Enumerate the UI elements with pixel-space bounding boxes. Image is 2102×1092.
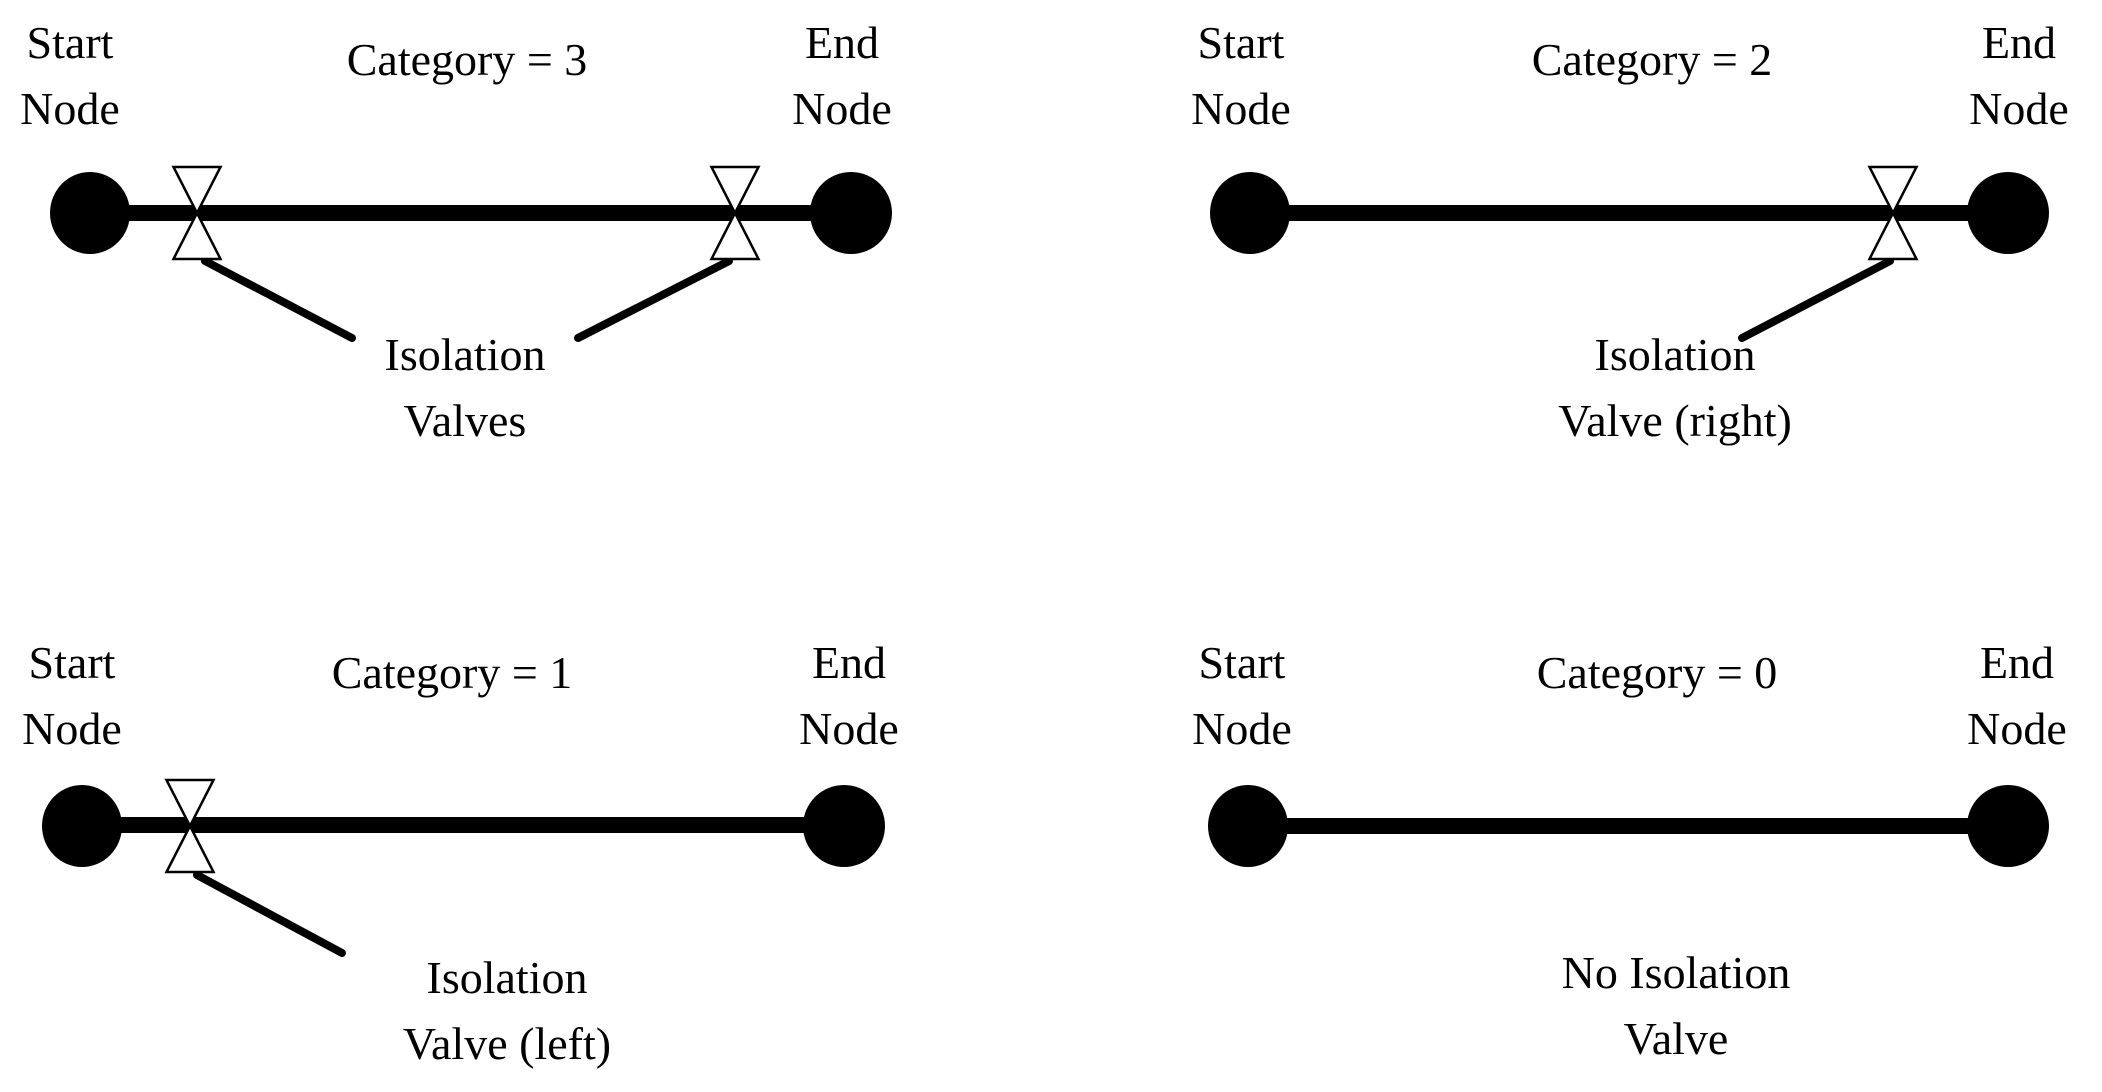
end-node-dot bbox=[810, 172, 892, 254]
end-node-label: End Node bbox=[1969, 17, 2069, 134]
end-node-dot bbox=[803, 785, 885, 867]
start-node-label: Start Node bbox=[1192, 637, 1292, 754]
category-label: Category = 3 bbox=[346, 34, 588, 85]
valve-annotation: Isolation Valve (right) bbox=[1558, 329, 1792, 446]
valve-annotation: Isolation Valves bbox=[384, 329, 546, 446]
leader-line bbox=[1738, 257, 1894, 342]
valve-icon bbox=[164, 778, 216, 874]
valve-annotation: Isolation Valve (left) bbox=[402, 952, 612, 1069]
category-label: Category = 2 bbox=[1531, 34, 1773, 85]
valve-icon bbox=[171, 165, 223, 261]
start-node-dot bbox=[1210, 172, 1290, 254]
valve-annotation: No Isolation Valve bbox=[1561, 947, 1791, 1064]
start-node-label: Start Node bbox=[20, 17, 120, 134]
leader-line bbox=[201, 257, 356, 342]
leader-line bbox=[574, 257, 733, 342]
start-node-label: Start Node bbox=[22, 637, 122, 754]
end-node-label: End Node bbox=[799, 637, 899, 754]
leader-line bbox=[193, 871, 346, 957]
category-label: Category = 1 bbox=[331, 647, 573, 698]
valve-icon bbox=[709, 165, 761, 261]
start-node-dot bbox=[50, 172, 130, 254]
end-node-label: End Node bbox=[1967, 637, 2067, 754]
valve-icon bbox=[1867, 165, 1919, 261]
start-node-label: Start Node bbox=[1191, 17, 1291, 134]
start-node-dot bbox=[42, 785, 122, 867]
end-node-dot bbox=[1967, 785, 2049, 867]
category-label: Category = 0 bbox=[1536, 647, 1778, 698]
start-node-dot bbox=[1208, 785, 1288, 867]
end-node-label: End Node bbox=[792, 17, 892, 134]
end-node-dot bbox=[1967, 172, 2049, 254]
